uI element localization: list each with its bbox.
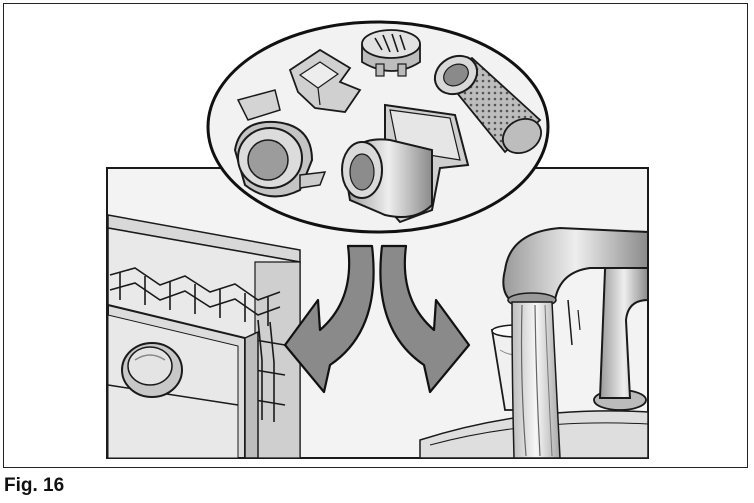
figure-caption: Fig. 16 bbox=[4, 475, 64, 497]
dishwasher-knob bbox=[122, 343, 182, 397]
dishwasher-illustration bbox=[108, 215, 300, 458]
